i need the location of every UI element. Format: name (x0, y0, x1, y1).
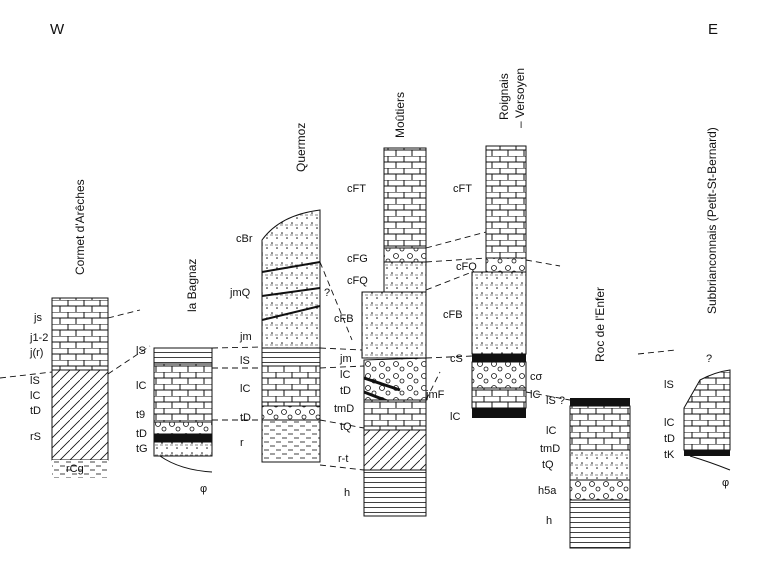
section-title-cormet: Cormet d'Arêches (73, 179, 87, 275)
label-quermoz-td: tD (240, 412, 251, 424)
label-moutiers-cft: cFT (347, 183, 366, 195)
label-roignais-cfq: cFQ (456, 261, 477, 273)
label-quermoz-q: ? (324, 287, 330, 299)
section-title-bagnaz: la Bagnaz (185, 259, 199, 312)
section-subbrianconnais: Subbrianconnais (Petit-St-Bernard) ? lS … (664, 127, 731, 489)
label-bagnaz-ls: lS (136, 345, 146, 357)
correlation-lines (0, 231, 677, 471)
label-roc-h5a: h5a (538, 485, 557, 497)
section-roignais-versoyen: Roignais – Versoyen cFT cFQ cFB cS cσ jm… (425, 68, 543, 423)
label-roc-lc: lC (546, 425, 556, 437)
label-quermoz-lc: lC (240, 383, 250, 395)
label-cormet-td: tD (30, 405, 41, 417)
label-cormet-ls: lS (30, 375, 40, 387)
section-title-moutiers: Moûtiers (393, 92, 407, 138)
label-moutiers-rt: r-t (338, 453, 348, 465)
label-moutiers-tmd: tmD (334, 403, 354, 415)
label-roc-h: h (546, 515, 552, 527)
label-moutiers-lc: lC (340, 369, 350, 381)
label-roignais-lc-left: lC (450, 411, 460, 423)
section-title-subbrianconnais: Subbrianconnais (Petit-St-Bernard) (705, 127, 719, 314)
label-roignais-cfb: cFB (443, 309, 463, 321)
label-roc-tmd: tmD (540, 443, 560, 455)
label-bagnaz-tg: tG (136, 443, 148, 455)
label-bagnaz-t9: t9 (136, 409, 145, 421)
label-roignais-csigma: cσ (530, 371, 543, 383)
label-moutiers-td: tD (340, 385, 351, 397)
section-la-bagnaz: la Bagnaz lS lC t9 tD tG φ (136, 259, 213, 495)
label-cormet-rs: rS (30, 431, 41, 443)
label-sub-ls: lS (664, 379, 674, 391)
label-sub-lc: lC (664, 417, 674, 429)
label-bagnaz-td: tD (136, 428, 147, 440)
west-label: W (50, 21, 65, 38)
label-cormet-jr: j(r) (29, 347, 43, 359)
label-cormet-lc: lC (30, 390, 40, 402)
label-roc-ls: lS ? (546, 395, 565, 407)
label-cormet-rcg: rCg (66, 463, 84, 475)
section-quermoz: Quermoz cBr jmQ jm lS lC tD r ? (229, 123, 330, 463)
section-moutiers: Moûtiers cFT cFG cFQ cFB jm lC tD tmD tQ… (334, 92, 427, 517)
label-roignais-cft: cFT (453, 183, 472, 195)
section-title-roignais-1: Roignais (497, 73, 511, 120)
label-moutiers-jm: jm (339, 353, 352, 365)
label-moutiers-h: h (344, 487, 350, 499)
label-quermoz-ls: lS (240, 355, 250, 367)
section-title-roignais-2: – Versoyen (513, 68, 527, 128)
label-moutiers-tq: tQ (340, 421, 352, 433)
label-quermoz-jmq: jmQ (229, 287, 251, 299)
label-sub-tk: tK (664, 449, 675, 461)
label-cormet-js: js (33, 312, 42, 324)
label-roc-tq: tQ (542, 459, 554, 471)
label-bagnaz-lc: lC (136, 380, 146, 392)
section-roc-de-lenfer: Roc de l'Enfer lS ? lC tmD tQ h5a h (538, 287, 631, 549)
label-roignais-jmf: jmF (425, 389, 445, 401)
section-title-quermoz: Quermoz (294, 123, 308, 172)
label-quermoz-r: r (240, 437, 244, 449)
label-roignais-lc-right: lC (530, 389, 540, 401)
label-bagnaz-phi: φ (200, 483, 207, 495)
label-roignais-cs: cS (450, 353, 463, 365)
label-sub-td: tD (664, 433, 675, 445)
section-title-roc: Roc de l'Enfer (593, 287, 607, 362)
label-cormet-j12: j1-2 (29, 332, 48, 344)
section-cormet-areches: Cormet d'Arêches js j1-2 j(r) lS lC tD r… (29, 179, 109, 478)
label-quermoz-cbr: cBr (236, 233, 253, 245)
label-moutiers-cfq: cFQ (347, 275, 368, 287)
label-moutiers-cfg: cFG (347, 253, 368, 265)
label-sub-question: ? (706, 353, 712, 365)
label-quermoz-jm: jm (239, 331, 252, 343)
label-sub-phi: φ (722, 477, 729, 489)
east-label: E (708, 21, 718, 38)
